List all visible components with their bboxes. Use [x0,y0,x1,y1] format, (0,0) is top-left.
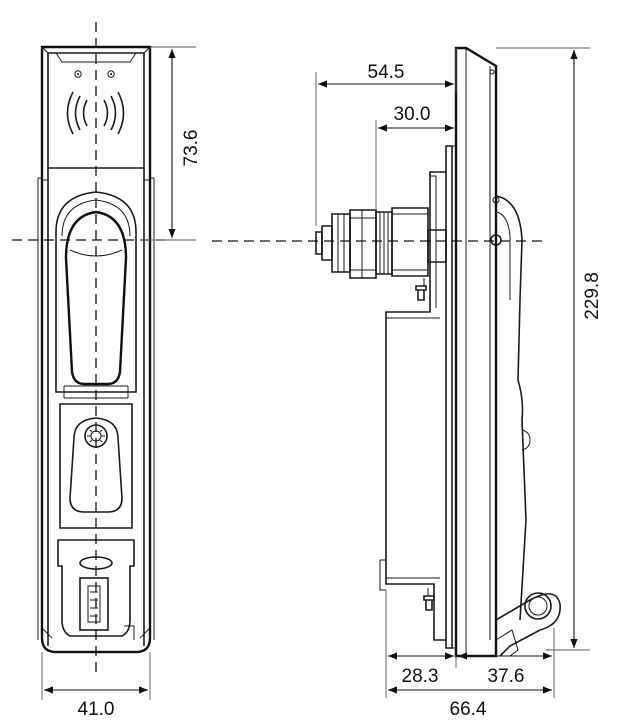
usb-port-icon [79,577,109,631]
dim-label-30-0: 30.0 [394,104,431,125]
screw-left [74,70,82,78]
dim-label-73-6: 73.6 [181,130,202,167]
handle-housing [55,191,137,393]
rfid-wave-icon [66,91,125,135]
side-handle-profile [495,195,527,621]
dim-front-height: 73.6 [140,46,202,241]
dim-label-37-6: 37.6 [488,666,525,687]
dim-label-229-8: 229.8 [582,272,603,320]
dim-label-41-0: 41.0 [78,699,115,720]
side-cylinder [315,207,447,279]
side-mounting-bracket [385,171,446,641]
dim-front-width: 41.0 [41,652,151,720]
dim-side-bottom-total: 66.4 [388,686,552,720]
dim-label-66-4: 66.4 [450,699,487,720]
dim-side-top-long: 54.5 [315,48,457,226]
side-front-plate [454,46,498,658]
screw-right [107,70,115,78]
front-outer-frame [40,45,152,654]
dim-label-54-5: 54.5 [368,62,405,83]
side-bottom-lug [495,593,561,657]
dim-side-total-height: 229.8 [496,47,603,651]
dim-label-28-3: 28.3 [402,666,439,687]
dim-side-top-short: 30.0 [375,104,454,210]
dim-side-bottom-split: 28.3 37.6 [385,590,555,698]
handle-lever [64,210,128,386]
front-view [37,45,155,654]
side-view [315,46,561,658]
key-pocket [59,403,133,529]
